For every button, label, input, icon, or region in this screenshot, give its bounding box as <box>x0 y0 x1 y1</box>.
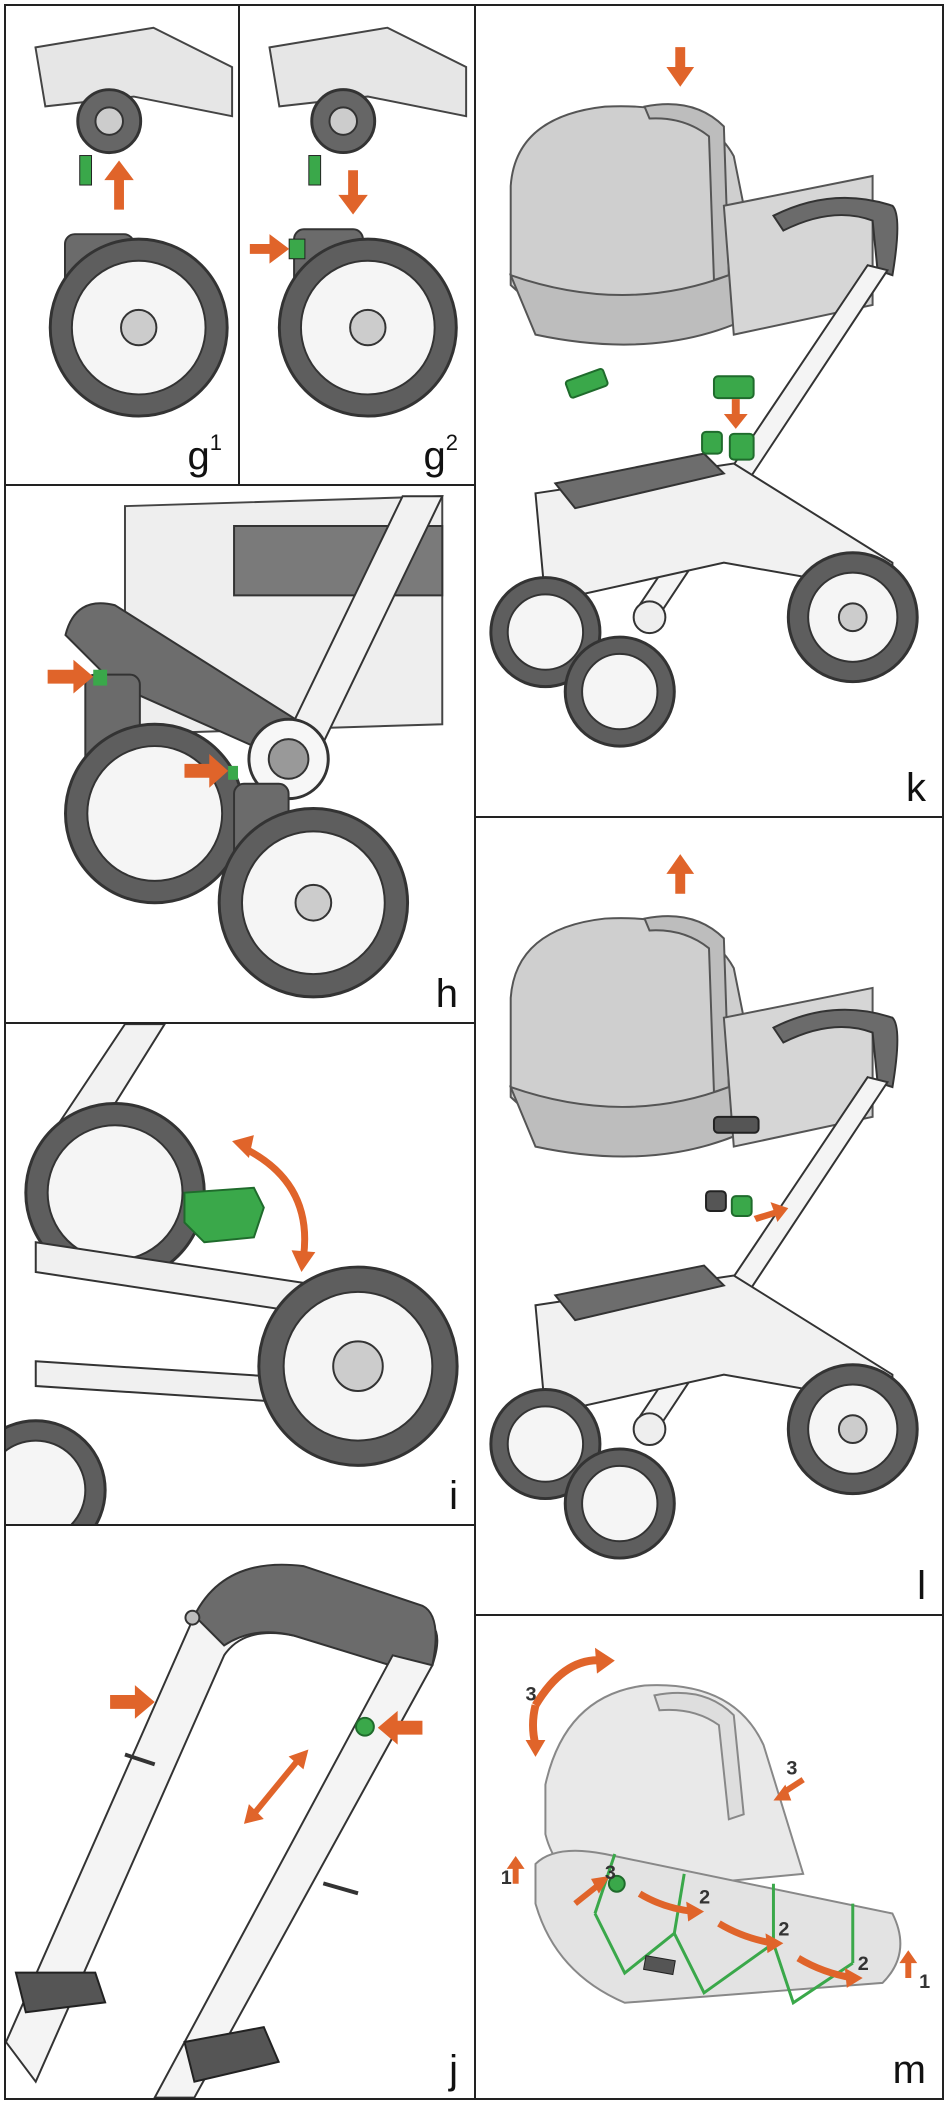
right-arrow-icon <box>47 659 94 694</box>
panel-i: i <box>4 1022 476 1526</box>
step-label: 2 <box>699 1887 710 1909</box>
right-arrow-icon <box>249 234 290 264</box>
panel-m: 3 3 3 2 2 2 1 1 m <box>474 1614 944 2100</box>
panel-l: l <box>474 816 944 1616</box>
step-label: 1 <box>501 1867 512 1889</box>
panel-label: h <box>435 972 458 1016</box>
handlebar-adjust-illustration <box>6 1563 439 2098</box>
step-label: 3 <box>526 1683 537 1705</box>
wheel-attach-illustration <box>34 26 234 418</box>
panel-j: j <box>4 1524 476 2100</box>
step-label: 1 <box>919 1971 930 1993</box>
panel-g2: g2 <box>238 4 476 486</box>
left-arrow-icon <box>377 1710 423 1745</box>
panel-k: k <box>474 4 944 818</box>
step-label: 3 <box>605 1862 616 1884</box>
right-arrow-icon <box>110 1685 155 1719</box>
down-arrow-icon <box>338 170 368 215</box>
down-arrow-icon <box>723 399 748 429</box>
panel-label: l <box>917 1564 926 1608</box>
panel-label: g1 <box>187 430 223 478</box>
step-label: 2 <box>778 1918 789 1940</box>
panel-h: h <box>4 484 476 1024</box>
panel-label: i <box>449 1474 458 1518</box>
right-arrow-icon <box>753 1202 789 1222</box>
step-label: 2 <box>858 1953 869 1975</box>
panel-label: j <box>449 2048 458 2092</box>
carrycot-fold-illustration: 3 3 3 2 2 2 1 1 <box>501 1647 930 2006</box>
rotate-arrow-icon <box>242 1144 309 1258</box>
wheel-lock-illustration <box>249 26 468 418</box>
up-arrow-icon <box>104 160 134 210</box>
panel-label: m <box>892 2048 926 2092</box>
right-arrow-icon <box>184 754 229 788</box>
down-arrow-icon <box>666 47 695 87</box>
rear-brake-illustration <box>6 1024 459 1524</box>
panel-label: k <box>906 766 926 810</box>
adjust-arrow-icon <box>251 1757 301 1816</box>
panel-g1: g1 <box>4 4 240 486</box>
front-wheels-illustration <box>47 495 444 999</box>
step-label: 3 <box>786 1758 797 1780</box>
carrycot-mount-illustration <box>489 47 919 748</box>
panel-label: g2 <box>423 430 459 478</box>
carrycot-release-illustration <box>489 854 919 1560</box>
up-arrow-icon <box>666 854 695 894</box>
